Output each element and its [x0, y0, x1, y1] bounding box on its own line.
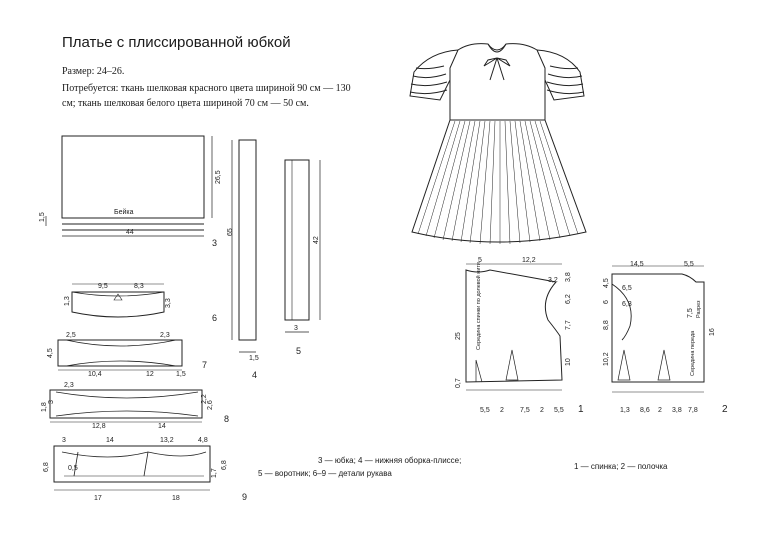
materials-text: Потребуется: ткань шелковая красного цве…	[62, 83, 351, 109]
back-mid: 7,7	[565, 320, 572, 330]
legend-right: 1 — спинка; 2 — полочка	[574, 462, 668, 471]
s9-t3: 13,2	[160, 437, 174, 444]
front-lower: 10,2	[603, 352, 610, 366]
piece-sleeve-6	[71, 283, 165, 318]
page-title: Платье с плиссированной юбкой	[62, 34, 291, 51]
s8-left2: 3	[48, 400, 55, 404]
s9-t4: 4,8	[198, 437, 208, 444]
back-fold-label: Середина спинки по долевой нити	[475, 262, 482, 350]
front-slit-label: Разрез	[696, 300, 702, 318]
s8-number: 8	[224, 414, 229, 424]
front-side: 8,8	[603, 320, 610, 330]
front-neck: 6	[603, 300, 610, 304]
s9-b1: 17	[94, 495, 102, 502]
back-b1: 5,5	[480, 407, 490, 414]
skirt-band: 1,5	[39, 212, 46, 222]
legend-left-line2: 5 — воротник; 6–9 — детали рукава	[258, 469, 392, 478]
skirt-number: 3	[212, 238, 217, 248]
s6-d2: 8,3	[134, 283, 144, 290]
front-b1: 1,3	[620, 407, 630, 414]
front-b2: 8,6	[640, 407, 650, 414]
ruffle-length: 65	[227, 228, 234, 236]
front-a1: 6,5	[622, 285, 632, 292]
back-b5: 5,5	[554, 407, 564, 414]
ruffle-width: 1,5	[249, 355, 259, 362]
s7-number: 7	[202, 360, 207, 370]
piece-front	[611, 265, 705, 393]
back-b4: 2	[540, 407, 544, 414]
s9-in: 0,5	[68, 465, 78, 472]
front-c1: 7,5	[687, 308, 694, 318]
s7-corner: 1,5	[176, 371, 186, 378]
back-top2: 12,2	[522, 257, 536, 264]
ruffle-number: 4	[252, 370, 257, 380]
s9-side: 6,8	[43, 462, 50, 472]
back-top1: 5	[478, 257, 482, 264]
s8-right2: 2,6	[207, 400, 214, 410]
piece-ruffle	[231, 139, 257, 353]
s7-side: 4,5	[47, 348, 54, 358]
piece-skirt	[45, 135, 213, 237]
back-side: 25	[455, 332, 462, 340]
skirt-band-label: Бейка	[114, 208, 134, 216]
back-b3: 7,5	[520, 407, 530, 414]
skirt-height: 26,5	[215, 170, 222, 184]
skirt-width: 44	[126, 229, 134, 236]
s8-left: 1,8	[41, 402, 48, 412]
front-c2: 16	[709, 328, 716, 336]
front-top1: 14,5	[630, 261, 644, 268]
s8-w1: 12,8	[92, 423, 106, 430]
s9-r1: 1,7	[211, 468, 218, 478]
s9-b2: 18	[172, 495, 180, 502]
piece-back	[465, 263, 563, 391]
piece-sleeve-8	[49, 389, 203, 423]
s7-w1: 10,4	[88, 371, 102, 378]
back-number: 1	[578, 404, 584, 415]
s6-d1: 9,5	[98, 283, 108, 290]
piece-sleeve-7	[57, 339, 183, 371]
back-a1: 3,2	[548, 277, 558, 284]
s9-t1: 3	[62, 437, 66, 444]
front-top2: 5,5	[684, 261, 694, 268]
s8-top: 2,3	[64, 382, 74, 389]
s6-number: 6	[212, 313, 217, 323]
back-shoulder: 3,8	[565, 272, 572, 282]
front-a2: 6,3	[622, 301, 632, 308]
front-fold-label: Середина переда	[690, 330, 696, 376]
s6-right: 3,3	[165, 298, 172, 308]
s8-right: 2,2	[201, 394, 208, 404]
front-b5: 7,8	[688, 407, 698, 414]
front-b3: 2	[658, 407, 662, 414]
s7-top1: 2,5	[66, 332, 76, 339]
s9-r2: 6,8	[221, 460, 228, 470]
size-label: Размер: 24–26.	[62, 66, 125, 77]
collar-number: 5	[296, 346, 301, 356]
back-hem: 0,7	[455, 378, 462, 388]
front-b4: 3,8	[672, 407, 682, 414]
back-lower: 10	[565, 358, 572, 366]
back-a2: 6,2	[565, 294, 572, 304]
s6-left: 1,3	[64, 296, 71, 306]
collar-width: 3	[294, 325, 298, 332]
piece-collar	[284, 159, 321, 333]
legend-left-line1: 3 — юбка; 4 — нижняя оборка-плиссе;	[318, 456, 462, 465]
dress-illustration	[409, 43, 587, 245]
s9-number: 9	[242, 492, 247, 502]
collar-length: 42	[313, 236, 320, 244]
front-shoulder: 4,5	[603, 278, 610, 288]
s8-w2: 14	[158, 423, 166, 430]
piece-sleeve-9	[53, 445, 211, 491]
s7-top2: 2,3	[160, 332, 170, 339]
front-number: 2	[722, 404, 728, 415]
back-b2: 2	[500, 407, 504, 414]
s9-t2: 14	[106, 437, 114, 444]
s7-w2: 12	[146, 371, 154, 378]
